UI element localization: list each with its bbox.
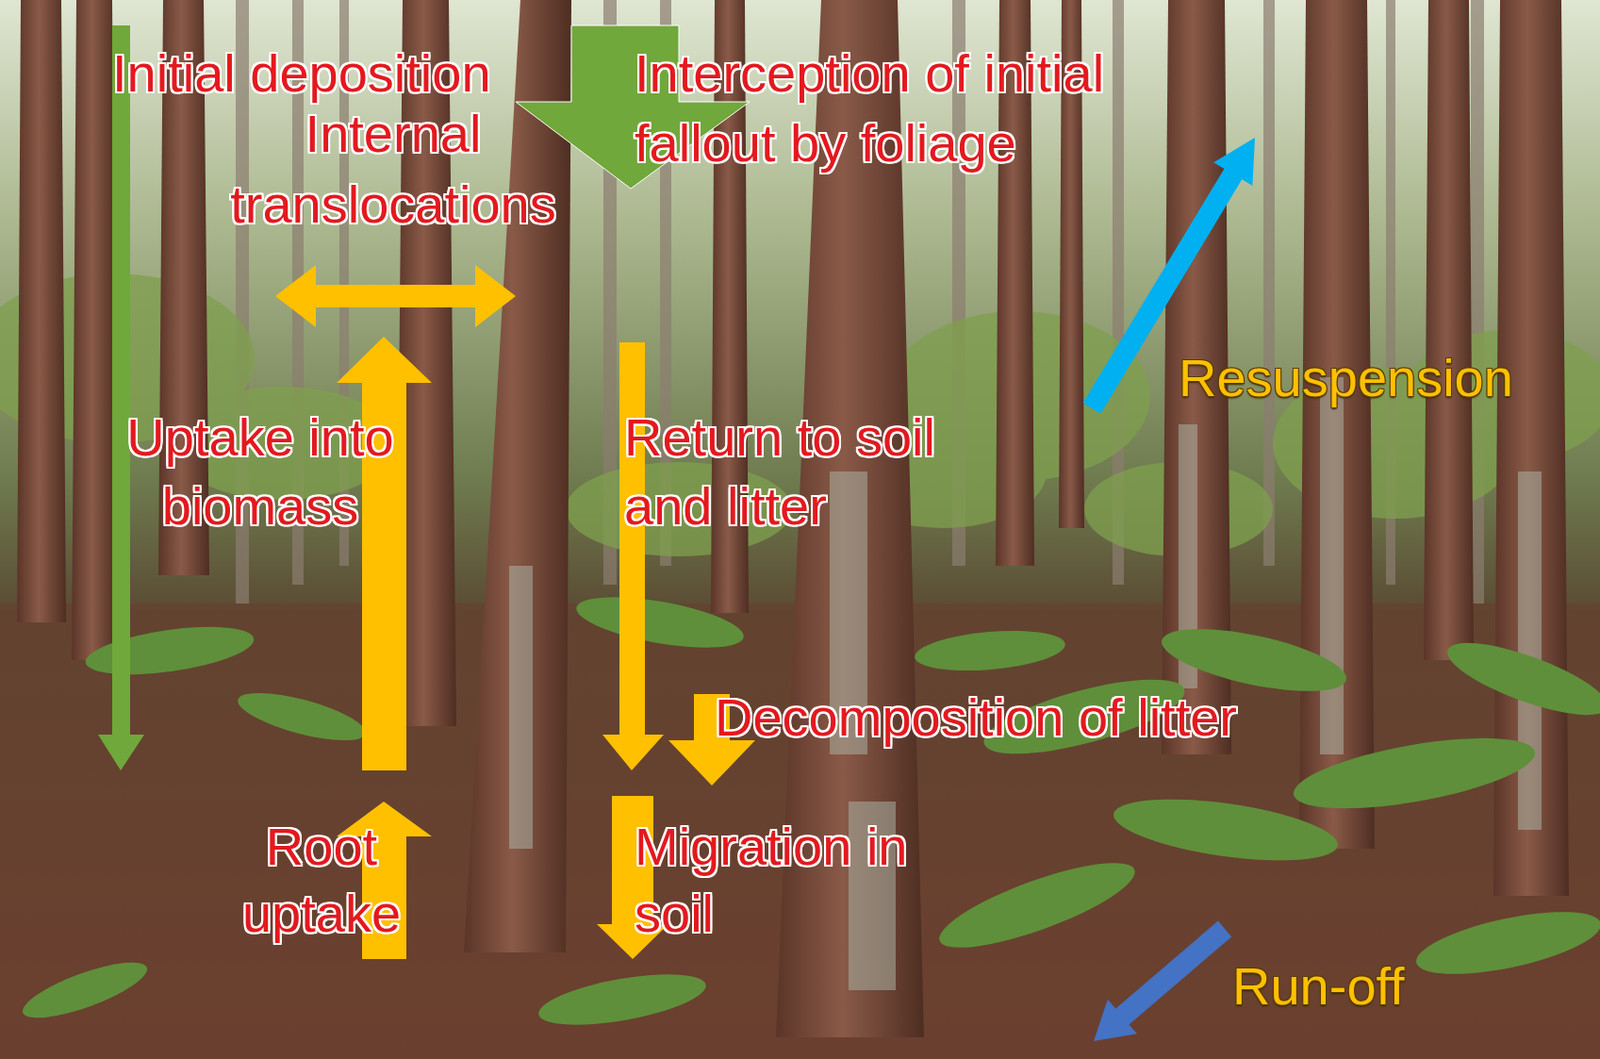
process-label: Decomposition of litter bbox=[714, 685, 1238, 749]
process-label: Return to soil and litter bbox=[624, 402, 1002, 541]
return-arrow bbox=[602, 342, 664, 771]
process-label: Root uptake bbox=[180, 812, 463, 947]
process-label: Internal translocations bbox=[214, 98, 573, 240]
ferns bbox=[16, 587, 1600, 1036]
process-label: Initial deposition bbox=[112, 41, 556, 105]
process-label: Migration in soil bbox=[634, 812, 946, 947]
process-label: Uptake into biomass bbox=[81, 402, 440, 541]
uptake-arrow bbox=[336, 336, 432, 771]
tree-trunks bbox=[16, 0, 1569, 1038]
lichen bbox=[509, 377, 1542, 990]
runoff-arrow bbox=[1093, 921, 1232, 1041]
process-label: Resuspension bbox=[1178, 346, 1575, 410]
deposition-arrow bbox=[98, 25, 145, 771]
process-label: Interception of initial fallout by folia… bbox=[634, 38, 1201, 179]
translocation-arrow bbox=[275, 264, 516, 328]
process-label: Run-off bbox=[1232, 954, 1405, 1018]
